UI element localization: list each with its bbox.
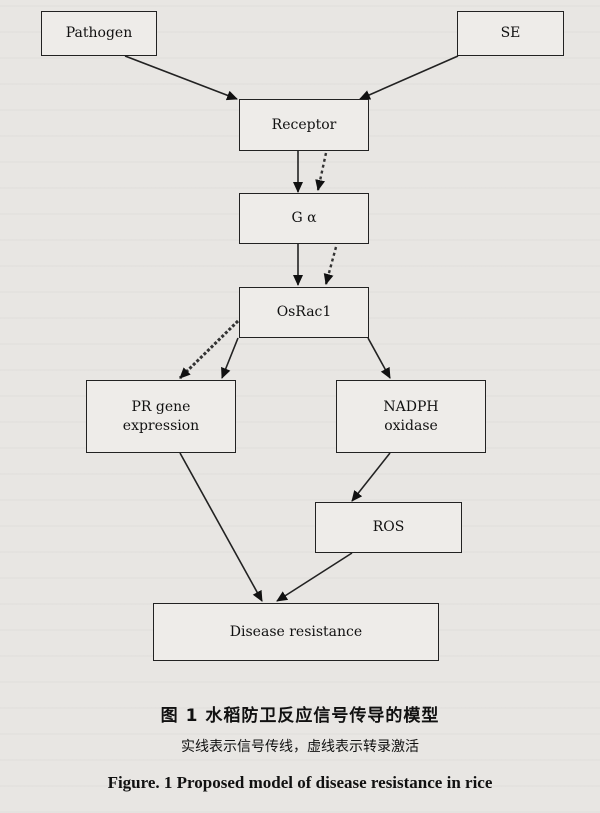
edge-prgene-disease xyxy=(179,452,263,602)
caption-chinese-subtitle: 实线表示信号传线，虚线表示转录激活 xyxy=(181,739,419,755)
node-osrac1: OsRac1 xyxy=(239,287,369,338)
edge-pathogen-receptor xyxy=(124,55,238,101)
node-pr-gene-label: PR gene expression xyxy=(122,398,200,434)
node-galpha: G α xyxy=(239,193,369,244)
edge-dashed-galpha-receptor xyxy=(315,152,328,191)
caption-chinese-title: 图 1 水稻防卫反应信号传导的模型 xyxy=(160,706,440,726)
edge-osrac1-nadph xyxy=(367,337,391,379)
node-nadph: NADPH oxidase xyxy=(336,380,486,453)
edge-osrac1-prgene xyxy=(221,337,239,379)
edge-se-receptor xyxy=(359,55,459,100)
edges-layer xyxy=(124,55,459,602)
node-disease-resistance: Disease resistance xyxy=(153,603,439,661)
edge-nadph-ros xyxy=(351,452,391,502)
node-disease-resistance-label: Disease resistance xyxy=(229,623,363,640)
node-osrac1-label: OsRac1 xyxy=(276,304,332,321)
node-se: SE xyxy=(457,11,564,56)
caption-english-title: Figure. 1 Proposed model of disease resi… xyxy=(107,773,493,792)
signaling-diagram: Pathogen SE Receptor G α OsRac1 PR gene … xyxy=(41,11,564,661)
node-pathogen: Pathogen xyxy=(41,11,157,56)
node-receptor-label: Receptor xyxy=(271,116,337,133)
edge-dashed-osrac1-prgene xyxy=(178,319,240,380)
node-ros-label: ROS xyxy=(372,519,405,536)
node-galpha-label: G α xyxy=(291,210,317,227)
node-ros: ROS xyxy=(315,502,462,553)
edge-ros-disease xyxy=(276,552,353,602)
node-receptor: Receptor xyxy=(239,99,369,151)
node-se-label: SE xyxy=(500,25,521,42)
edge-dashed-osrac1-galpha xyxy=(323,246,338,285)
node-pathogen-label: Pathogen xyxy=(65,25,133,42)
node-pr-gene: PR gene expression xyxy=(86,380,236,453)
node-nadph-label: NADPH oxidase xyxy=(383,398,439,434)
